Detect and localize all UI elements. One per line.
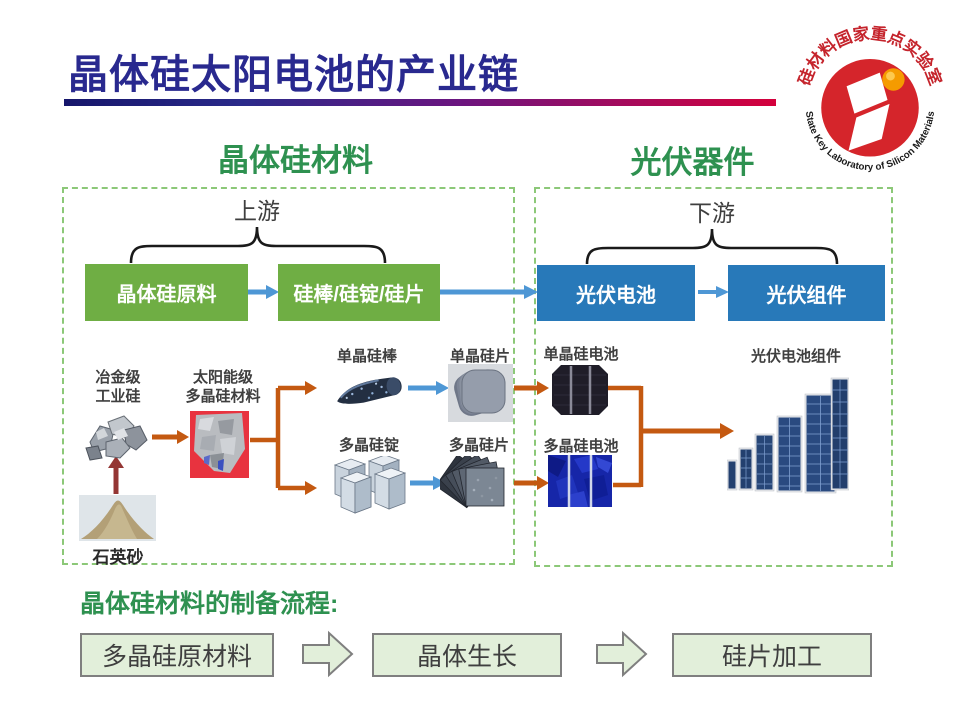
arrow-branch-to-rod (305, 381, 317, 395)
box-pv-cell: 光伏电池 (537, 265, 695, 321)
label-solar-grade-poly: 太阳能级 多晶硅材料 (185, 369, 261, 405)
box-pv-module: 光伏组件 (728, 265, 885, 321)
label-mono-cell: 单晶硅电池 (543, 346, 619, 363)
panel-3 (754, 433, 775, 492)
process-heading: 晶体硅材料的制备流程: (80, 590, 339, 618)
mono-cell-image (552, 365, 608, 415)
label-poly-cell: 多晶硅电池 (543, 438, 619, 455)
arrow-rod-to-monowafer (436, 381, 449, 395)
label-poly-ingot: 多晶硅锭 (338, 437, 399, 454)
arrow-raw-to-wafer (266, 285, 279, 299)
upstream-label: 上游 (234, 198, 280, 224)
logo-emblem (848, 103, 890, 151)
label-mono-rod: 单晶硅棒 (336, 348, 397, 365)
arrow-cell-to-module (716, 286, 729, 298)
process-arrow-2 (596, 630, 648, 678)
title-underline (64, 99, 776, 106)
quartz-sand-image (79, 495, 156, 541)
panel-1 (727, 459, 738, 491)
label-quartz-sand: 石英砂 (92, 548, 144, 567)
polysilicon-image (190, 411, 249, 478)
downstream-brace (585, 228, 839, 265)
orange-arrows (152, 381, 734, 495)
arrow-cells-to-module (720, 423, 734, 439)
label-pv-module-image: 光伏电池组件 (750, 348, 841, 365)
arrow-wafer-to-cellbox (524, 285, 538, 299)
process-step-crystal-growth: 晶体生长 (372, 633, 562, 677)
metallurgical-silicon-image (84, 412, 151, 462)
materials-panel (62, 187, 515, 565)
lab-logo-image: State Key Laboratory of Silicon Material… (793, 21, 947, 175)
box-rod-ingot-wafer: 硅棒/硅锭/硅片 (278, 264, 440, 321)
section-title-materials: 晶体硅材料 (218, 143, 373, 178)
lab-logo: State Key Laboratory of Silicon Material… (792, 20, 948, 176)
panel-2 (738, 447, 754, 491)
arrow-polywafer-to-cell (537, 476, 549, 490)
arrow-branch-to-ingot (305, 481, 317, 495)
label-metallurgical-silicon: 冶金级 工业硅 (95, 369, 141, 405)
pv-module-array-image (727, 376, 849, 494)
box-crystal-si-raw: 晶体硅原料 (85, 264, 248, 321)
poly-wafer-image (440, 456, 514, 517)
downstream-label: 下游 (689, 200, 735, 226)
logo-emblem (846, 72, 888, 114)
page-title: 晶体硅太阳电池的产业链 (68, 53, 519, 97)
label-mono-wafer: 单晶硅片 (449, 348, 510, 365)
poly-ingot-image (327, 456, 409, 516)
poly-cell-image (548, 455, 612, 507)
upstream-brace (129, 226, 387, 264)
logo-sun-highlight (886, 71, 895, 81)
label-poly-wafer: 多晶硅片 (448, 437, 509, 454)
mono-wafer-image (448, 364, 513, 422)
arrow-monowafer-to-cell (537, 381, 549, 395)
section-title-devices: 光伏器件 (630, 145, 755, 180)
panel-4 (776, 415, 803, 493)
process-step-poly-raw: 多晶硅原材料 (80, 633, 274, 677)
process-arrow-1 (302, 630, 354, 678)
devices-panel (534, 187, 893, 567)
arrow-sand-to-metsi (108, 456, 124, 494)
arrow-metsi-to-poly (177, 430, 189, 444)
panel-6 (830, 377, 849, 491)
mono-rod-image (328, 367, 406, 414)
process-step-wafer-processing: 硅片加工 (672, 633, 872, 677)
